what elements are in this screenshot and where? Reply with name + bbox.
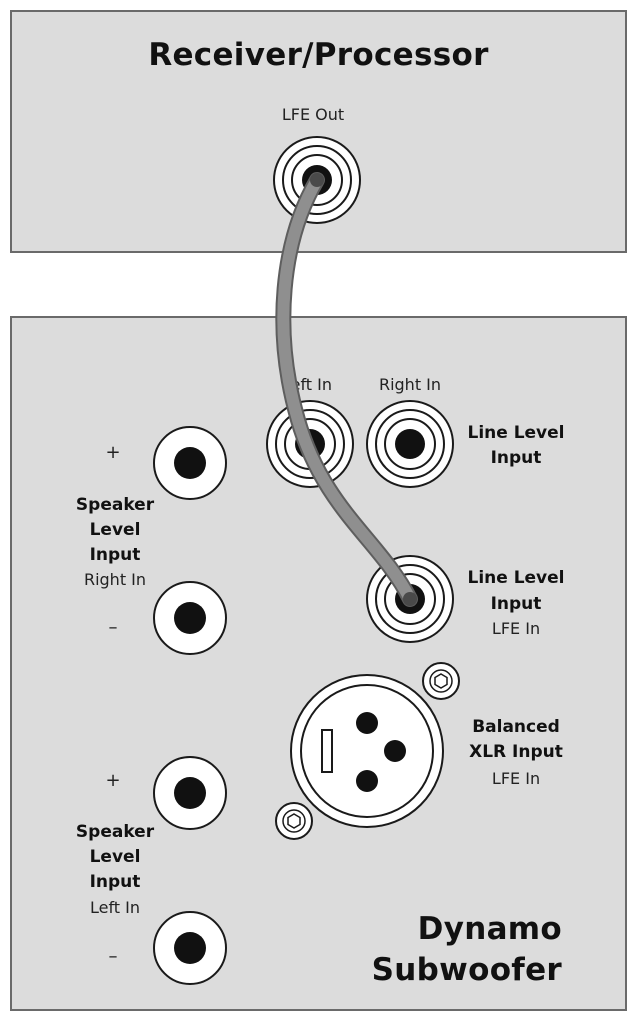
speaker-left-plus-post	[153, 756, 227, 830]
speaker-right-plus: +	[105, 442, 121, 463]
speaker-left-minus-post	[153, 911, 227, 985]
xlr-name-1: Balanced	[472, 717, 560, 737]
speaker-right-name-3: Input	[89, 545, 141, 565]
xlr-sub: LFE In	[491, 769, 541, 788]
line-level-lfe-name-2: Input	[490, 594, 542, 614]
speaker-left-sub: Left In	[89, 898, 141, 917]
xlr-screw-bottom	[275, 802, 313, 840]
speaker-left-name-3: Input	[89, 872, 141, 892]
speaker-left-name-1: Speaker	[75, 822, 155, 842]
xlr-name-2: XLR Input	[469, 742, 563, 762]
receiver-title: Receiver/Processor	[148, 37, 489, 73]
speaker-left-minus: –	[108, 946, 118, 967]
line-right-in-jack	[366, 400, 454, 488]
cable-plug-bottom	[403, 592, 417, 606]
speaker-right-name-1: Speaker	[75, 495, 155, 515]
xlr-connector	[290, 674, 444, 828]
subwoofer-title-1: Dynamo	[417, 911, 562, 947]
subwoofer-title-2: Subwoofer	[371, 952, 562, 988]
cable-plug-top	[310, 173, 324, 187]
speaker-right-plus-post	[153, 426, 227, 500]
xlr-screw-top	[422, 662, 460, 700]
line-level-input-name-2: Input	[490, 448, 542, 468]
speaker-right-minus-post	[153, 581, 227, 655]
lfe-cable	[277, 174, 416, 605]
line-level-lfe-sub: LFE In	[491, 619, 541, 638]
lfe-out-label: LFE Out	[281, 105, 345, 124]
lfe-cable-outline	[275, 172, 418, 607]
speaker-left-plus: +	[105, 770, 121, 791]
speaker-left-name-2: Level	[89, 847, 141, 867]
speaker-right-sub: Right In	[83, 570, 147, 589]
speaker-right-minus: –	[108, 617, 118, 638]
speaker-right-name-2: Level	[89, 520, 141, 540]
line-level-lfe-name-1: Line Level	[467, 568, 565, 588]
line-level-input-name-1: Line Level	[467, 423, 565, 443]
line-right-in-label: Right In	[378, 375, 442, 394]
